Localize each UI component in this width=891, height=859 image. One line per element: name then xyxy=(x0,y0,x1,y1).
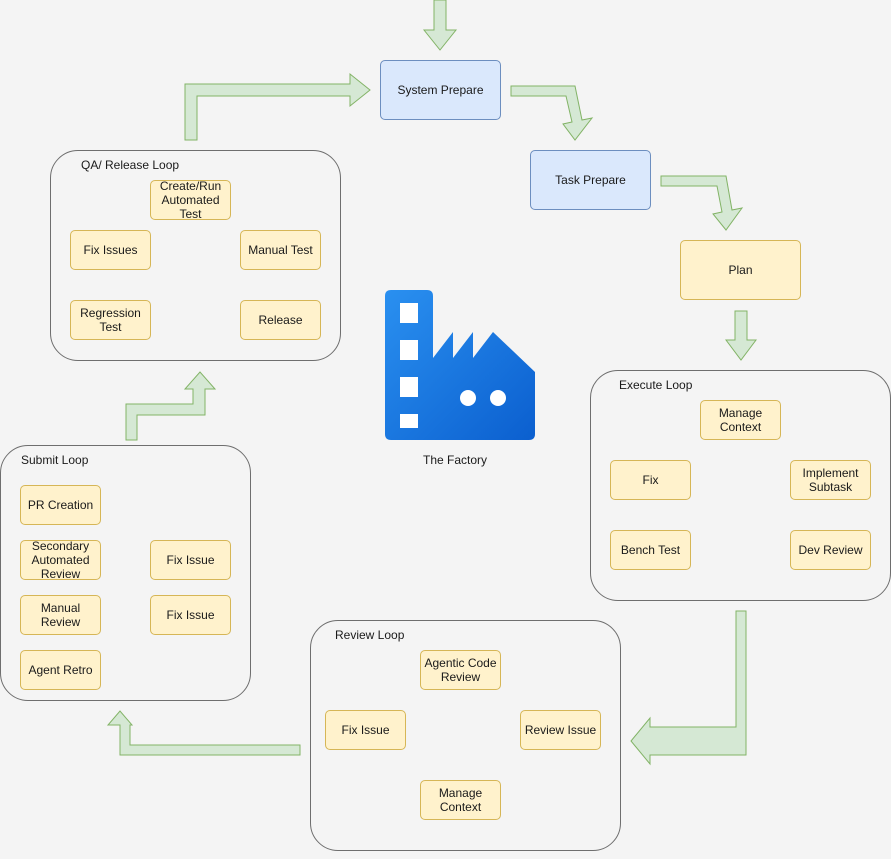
pr-creation-node: PR Creation xyxy=(20,485,101,525)
flow-arrow-review-to-submit xyxy=(106,710,301,756)
regression-test-node: Regression Test xyxy=(70,300,151,340)
review-manage-context-node: Manage Context xyxy=(420,780,501,820)
system-prepare-node: System Prepare xyxy=(380,60,501,120)
release-node: Release xyxy=(240,300,321,340)
factory-label: The Factory xyxy=(423,453,488,467)
bench-test-node: Bench Test xyxy=(610,530,691,570)
flow-arrow-task-to-plan xyxy=(660,175,744,231)
flow-arrow-plan-to-execute xyxy=(725,310,757,361)
factory-icon xyxy=(385,290,535,440)
agent-retro-node: Agent Retro xyxy=(20,650,101,690)
fix-issue-node-2: Fix Issue xyxy=(150,595,231,635)
manual-test-node: Manual Test xyxy=(240,230,321,270)
agentic-code-review-node: Agentic Code Review xyxy=(420,650,501,690)
manage-context-node: Manage Context xyxy=(700,400,781,440)
flow-arrow-submit-to-qa xyxy=(125,371,217,441)
flow-arrow-system-to-task xyxy=(510,85,594,141)
dev-review-node: Dev Review xyxy=(790,530,871,570)
qa-loop-title: QA/ Release Loop xyxy=(81,158,180,172)
secondary-review-node: Secondary Automated Review xyxy=(20,539,101,581)
review-fix-issue-node: Fix Issue xyxy=(325,710,406,750)
flow-arrows xyxy=(106,0,757,766)
fix-node: Fix xyxy=(610,460,691,500)
create-run-test-node: Create/Run Automated Test xyxy=(150,179,231,221)
review-issue-node: Review Issue xyxy=(520,710,601,750)
fix-issue-node-1: Fix Issue xyxy=(150,540,231,580)
flow-arrow-entry xyxy=(422,0,458,51)
fix-issues-node: Fix Issues xyxy=(70,230,151,270)
flow-arrow-execute-to-review xyxy=(630,610,747,766)
plan-node: Plan xyxy=(680,240,801,300)
flow-arrow-qa-to-system xyxy=(184,72,371,141)
task-prepare-node: Task Prepare xyxy=(530,150,651,210)
review-loop-title: Review Loop xyxy=(335,628,405,642)
submit-loop-title: Submit Loop xyxy=(21,453,89,467)
implement-subtask-node: Implement Subtask xyxy=(790,460,871,500)
execute-loop-title: Execute Loop xyxy=(619,378,693,392)
manual-review-node: Manual Review xyxy=(20,595,101,635)
